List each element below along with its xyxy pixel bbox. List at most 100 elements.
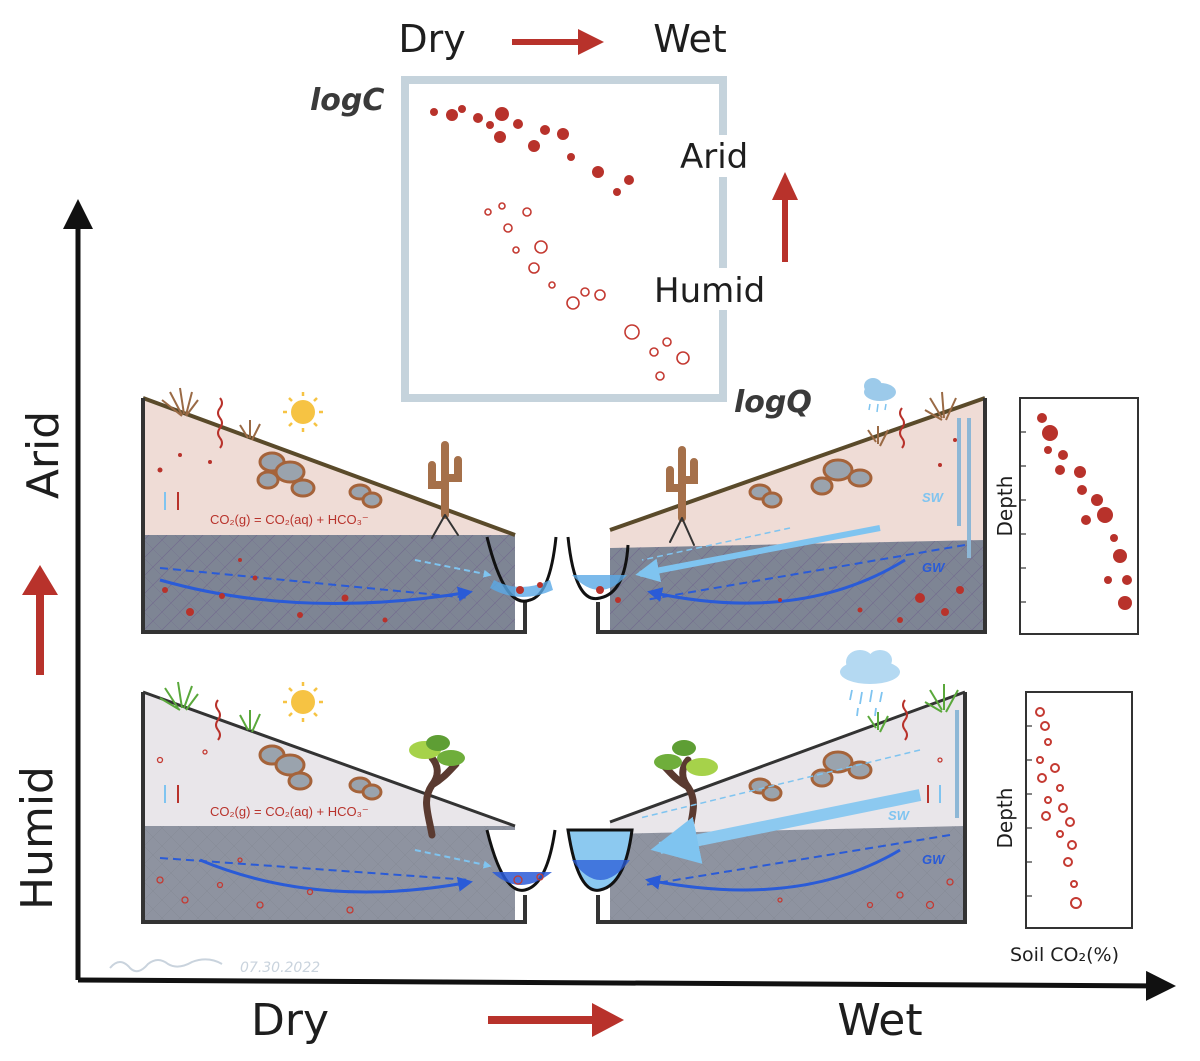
cactus-roots — [431, 514, 459, 539]
arid-right-surface-flow — [635, 525, 881, 583]
profile-point — [1065, 817, 1075, 827]
humid-rain-cloud-icon — [840, 650, 900, 717]
arid-right-water-table — [644, 544, 966, 601]
humid-cq-point — [662, 337, 672, 347]
sun-disc — [291, 690, 315, 714]
profile-point — [1058, 450, 1068, 460]
arid-piezometer — [957, 418, 971, 558]
profile-point — [1044, 796, 1052, 804]
top-red-arrowhead — [578, 29, 604, 55]
rock — [274, 753, 306, 777]
logQ-label: logQ — [734, 385, 812, 420]
rock — [256, 470, 280, 490]
co2-riser — [217, 397, 223, 449]
humid-cq-point — [676, 351, 690, 365]
arid-gw-label: GW — [922, 560, 946, 575]
shrub — [867, 426, 889, 447]
humid-left-fracture-pattern — [143, 826, 515, 922]
cactus-arm — [428, 461, 449, 489]
main-humid-label: Humid — [12, 766, 63, 910]
tree-canopy — [686, 758, 718, 776]
profile-point — [1097, 507, 1113, 523]
humid-cq-point — [512, 246, 520, 254]
profile-point — [1056, 784, 1064, 792]
shrub — [924, 391, 957, 421]
profile-point — [1055, 465, 1065, 475]
profile-point — [1091, 494, 1103, 506]
profile-point — [1070, 880, 1078, 888]
raindrops — [868, 403, 887, 413]
main-vertical-red-arrowhead — [22, 565, 58, 595]
humid-left-shallow-flow — [414, 849, 492, 869]
arid-right-surface — [609, 396, 986, 532]
logC-label: logC — [310, 83, 384, 118]
humid-right-shallow-flow — [639, 749, 921, 819]
rock — [822, 750, 854, 774]
arid-right-flowpath — [647, 558, 906, 605]
arid-right-shallow-flow — [641, 527, 791, 561]
arid-cq-point — [528, 140, 540, 152]
humid-co2-risers — [215, 699, 908, 741]
humid-left-tree-icon — [409, 735, 465, 839]
profile-point — [1070, 897, 1082, 909]
arid-left-cactus — [428, 441, 462, 539]
signature-date: 07.30.2022 — [240, 960, 320, 976]
humid-cq-point — [528, 262, 540, 274]
humid-cq-point — [534, 240, 548, 254]
humid-cq-point — [624, 324, 640, 340]
humid-gw-label: GW — [922, 852, 946, 867]
concentration-discharge-plot: Dry Wet logC logQ Arid Humid — [310, 17, 812, 420]
tree-canopy — [426, 735, 450, 751]
profile-point — [1037, 773, 1047, 783]
shrub — [239, 420, 261, 441]
humid-cq-point — [484, 208, 492, 216]
humid-label-bg — [648, 268, 776, 310]
humid-left-flowpath — [199, 858, 473, 894]
arid-cq-point — [624, 175, 634, 185]
tree-canopy — [672, 740, 696, 756]
main-dry-label: Dry — [251, 995, 329, 1046]
main-axes — [63, 199, 1176, 1001]
sun-rays — [283, 392, 323, 432]
main-wet-label: Wet — [837, 995, 922, 1046]
top-dry-label: Dry — [398, 17, 465, 61]
cactus-roots — [669, 517, 695, 546]
arid-label-bg — [672, 135, 754, 177]
humid-cq-point — [498, 202, 506, 210]
rock — [274, 460, 306, 484]
rock — [847, 468, 873, 488]
rock — [810, 768, 834, 788]
rock — [761, 784, 783, 802]
rock — [810, 476, 834, 496]
co2-riser — [902, 699, 908, 741]
profile-point — [1074, 466, 1086, 478]
profile-point — [1067, 840, 1077, 850]
soil-co2-xlabel: Soil CO₂(%) — [1010, 944, 1119, 966]
arid-right-cactus — [666, 446, 698, 546]
arid-equation: CO₂(g) = CO₂(aq) + HCO₃⁻ — [210, 512, 369, 527]
humid-cq-point — [503, 223, 513, 233]
cactus-arm — [666, 466, 686, 492]
arid-cq-points — [430, 105, 634, 196]
tree-canopy — [654, 754, 682, 770]
main-horizontal-red-arrowhead — [592, 1003, 624, 1037]
humid-rocks — [258, 744, 873, 802]
arid-landscape-panel: CO₂(g) = CO₂(aq) + HCO₃⁻ SW GW — [141, 378, 987, 634]
arid-cq-point — [446, 109, 458, 121]
profile-point — [1044, 446, 1052, 454]
main-arid-label: Arid — [18, 411, 69, 499]
arid-sun-icon — [283, 392, 323, 432]
arid-sw-label: SW — [922, 490, 945, 505]
humid-left-frame — [141, 692, 527, 924]
sun-rays — [283, 682, 323, 722]
signature-scribble — [109, 958, 223, 973]
humid-grass — [159, 681, 959, 733]
shrub — [161, 387, 199, 417]
humid-cq-point — [548, 281, 556, 289]
arid-cq-point — [486, 121, 494, 129]
arid-cq-point — [473, 113, 483, 123]
sun-disc — [291, 400, 315, 424]
arid-cq-point — [458, 105, 466, 113]
rock — [822, 458, 854, 482]
